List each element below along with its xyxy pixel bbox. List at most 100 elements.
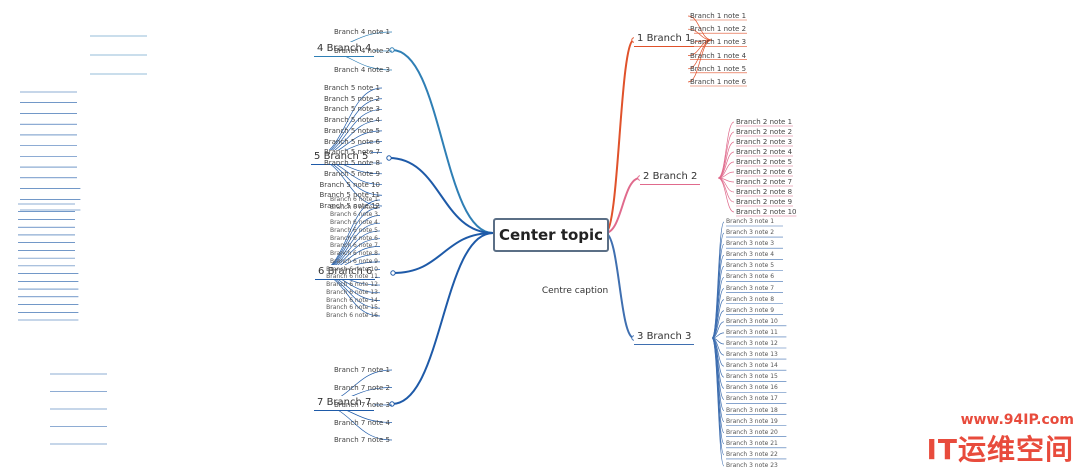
b5-leaf: Branch 5 note 4	[323, 116, 380, 125]
branch-title: Branch 1	[646, 33, 692, 44]
b3-leaf: Branch 3 note 14	[726, 362, 778, 370]
b6-leaf: Branch 6 note 2	[329, 203, 378, 211]
b1-leaf: Branch 1 note 4	[690, 51, 747, 60]
watermark-logo: IT运维空间	[926, 433, 1074, 466]
branch-title: Branch 7	[326, 397, 372, 408]
b6-leaf: Branch 6 note 6	[329, 234, 378, 242]
branch-connector	[604, 39, 635, 234]
b3-leaf: Branch 3 note 21	[726, 439, 778, 447]
b3-leaf: Branch 3 note 6	[726, 273, 775, 281]
b1-leaf: Branch 1 note 6	[690, 78, 747, 86]
b3-leaf: Branch 3 note 3	[726, 240, 775, 248]
b7-leaf: Branch 7 note 2	[333, 383, 390, 392]
branch-connector	[604, 177, 641, 234]
leaf-connector	[687, 15, 713, 41]
branch-title: Branch 4	[326, 43, 372, 54]
b3-leaf: Branch 3 note 8	[726, 295, 775, 303]
branch-junction	[389, 47, 395, 53]
b6-leaf: Branch 6 note 4	[329, 219, 378, 227]
b3-leaf: Branch 3 note 1	[726, 218, 775, 225]
branch-connector	[388, 157, 494, 234]
b3-leaf: Branch 3 note 4	[726, 251, 775, 259]
b5-leaf: Branch 5 note 9	[323, 169, 380, 178]
b3-leaf: Branch 3 note 23	[726, 462, 778, 469]
b5-leaf: Branch 5 note 5	[323, 126, 380, 135]
branch-junction	[390, 270, 396, 276]
b3-leaf: Branch 3 note 16	[726, 384, 778, 392]
b6-leaf: Branch 6 note 7	[329, 242, 378, 250]
b3-leaf: Branch 3 note 17	[726, 395, 778, 403]
leaf-connector	[687, 39, 713, 83]
b7-leaf: Branch 7 note 5	[333, 436, 390, 444]
b6-leaf: Branch 6 note 11	[326, 273, 378, 281]
b5-leaf: Branch 5 note 1	[323, 84, 380, 92]
leaf-connector	[717, 141, 735, 179]
leaf-connector	[687, 28, 713, 41]
leaf-connector	[717, 131, 735, 179]
b6-leaf: Branch 6 note 13	[326, 288, 378, 296]
b3-leaf: Branch 3 note 12	[726, 340, 778, 347]
b2-leaf: Branch 2 note 2	[736, 128, 793, 136]
b3-leaf: Branch 3 note 18	[726, 406, 778, 414]
branch-title: Branch 2	[652, 171, 698, 182]
branch-connector	[392, 232, 494, 274]
branch-label-6: 6 Branch 6	[315, 265, 376, 280]
b5-leaf: Branch 5 note 10	[319, 180, 381, 189]
b4-leaf: Branch 4 note 3	[333, 66, 390, 74]
b3-leaf: Branch 3 note 13	[726, 351, 778, 359]
branch-title: Branch 6	[327, 266, 373, 277]
branch-connector	[604, 232, 635, 339]
leaf-connector	[717, 177, 735, 213]
b3-leaf: Branch 3 note 20	[726, 428, 778, 436]
branch-junction	[386, 155, 392, 161]
b5-leaf: Branch 5 note 3	[323, 105, 380, 114]
b1-leaf: Branch 1 note 1	[690, 12, 747, 20]
central-caption: Centre caption	[541, 286, 609, 296]
b2-leaf: Branch 2 note 4	[736, 148, 793, 156]
b2-leaf: Branch 2 note 7	[736, 178, 793, 186]
b6-leaf: Branch 6 note 1	[329, 196, 378, 203]
b6-leaf: Branch 6 note 14	[326, 296, 378, 304]
b2-leaf: Branch 2 note 6	[736, 168, 793, 176]
b3-leaf: Branch 3 note 22	[726, 450, 778, 458]
branch-index: 4	[317, 43, 324, 54]
b3-leaf: Branch 3 note 9	[726, 306, 775, 314]
b5-leaf: Branch 5 note 8	[323, 159, 380, 168]
b2-leaf: Branch 2 note 10	[736, 208, 797, 216]
b1-leaf: Branch 1 note 2	[690, 25, 747, 34]
branch-label-7: 7 Branch 7	[314, 396, 375, 411]
b6-leaf: Branch 6 note 12	[326, 281, 378, 289]
b6-leaf: Branch 6 note 5	[329, 226, 378, 234]
b5-leaf: Branch 5 note 11	[319, 191, 381, 200]
b4-leaf: Branch 4 note 1	[333, 28, 390, 36]
branch-label-3: 3 Branch 3	[634, 330, 695, 345]
b3-leaf: Branch 3 note 11	[726, 328, 778, 336]
b6-leaf: Branch 6 note 10	[326, 265, 378, 273]
leaf-connector	[711, 337, 725, 467]
branch-index: 2	[643, 171, 650, 182]
b2-leaf: Branch 2 note 8	[736, 188, 793, 196]
branch-label-4: 4 Branch 4	[314, 42, 375, 57]
b2-leaf: Branch 2 note 5	[736, 158, 793, 166]
b7-leaf: Branch 7 note 1	[333, 366, 390, 374]
b1-leaf: Branch 1 note 5	[690, 64, 747, 73]
central-topic: Center topic	[493, 218, 609, 252]
b6-leaf: Branch 6 note 8	[329, 250, 378, 258]
b5-leaf: Branch 5 note 2	[323, 94, 380, 103]
branch-junction	[389, 401, 395, 407]
b7-leaf: Branch 7 note 4	[333, 418, 390, 427]
b3-leaf: Branch 3 note 2	[726, 229, 775, 237]
branch-index: 1	[637, 33, 644, 44]
branch-index: 7	[317, 397, 324, 408]
b3-leaf: Branch 3 note 19	[726, 417, 778, 425]
branch-index: 5	[314, 151, 321, 162]
branch-label-2: 2 Branch 2	[640, 170, 701, 185]
b3-leaf: Branch 3 note 15	[726, 373, 778, 381]
b3-leaf: Branch 3 note 5	[726, 262, 775, 270]
branch-label-1: 1 Branch 1	[634, 32, 695, 47]
b5-leaf: Branch 5 note 6	[323, 137, 380, 146]
b2-leaf: Branch 2 note 9	[736, 198, 793, 206]
b4-leaf: Branch 4 note 2	[333, 47, 390, 55]
b3-leaf: Branch 3 note 10	[726, 317, 778, 325]
b5-leaf: Branch 5 note 12	[319, 202, 381, 210]
